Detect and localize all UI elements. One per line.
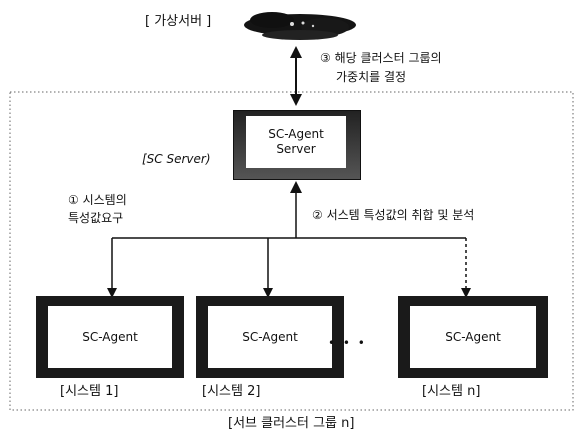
agent-2-system: [시스템 2] [202,384,261,399]
ellipsis: • • • [328,336,367,350]
agent-1-system: [시스템 1] [60,384,119,399]
cluster-group-label: [서브 클러스터 그룹 n] [228,416,355,431]
step2-label: ② 서스템 특성값의 취합 및 분석 [312,208,475,222]
aggregate-arrow [290,181,302,238]
agent-box-2-inner: SC-Agent [208,306,332,368]
sc-agent-server-line2: Server [276,142,316,156]
virtual-server-icon [244,12,356,40]
step1-line1: ① 시스템의 [68,193,127,207]
step3-line1: ③ 해당 클러스터 그룹의 [320,51,442,65]
virtual-server-label: [ 가상서버 ] [145,14,212,29]
cluster-group-boundary [9,91,574,411]
agent-box-1-inner: SC-Agent [48,306,172,368]
agent-n-label: SC-Agent [445,329,501,344]
server-double-arrow [290,46,302,106]
step1-line2: 특성값요구 [68,211,124,225]
agent-box-n-inner: SC-Agent [410,306,536,368]
sc-server-tag: [SC Server) [142,152,211,166]
agent-2-label: SC-Agent [242,329,298,344]
agent-drop-lines [111,238,467,296]
agent-drop-arrowheads [107,288,471,298]
agent-n-system: [시스템 n] [422,384,481,399]
agent-1-label: SC-Agent [82,329,138,344]
sc-agent-server-inner: SC-Agent Server [246,116,346,168]
sc-agent-server-line1: SC-Agent [268,127,324,141]
step3-line2: 가중치를 결정 [336,70,407,84]
